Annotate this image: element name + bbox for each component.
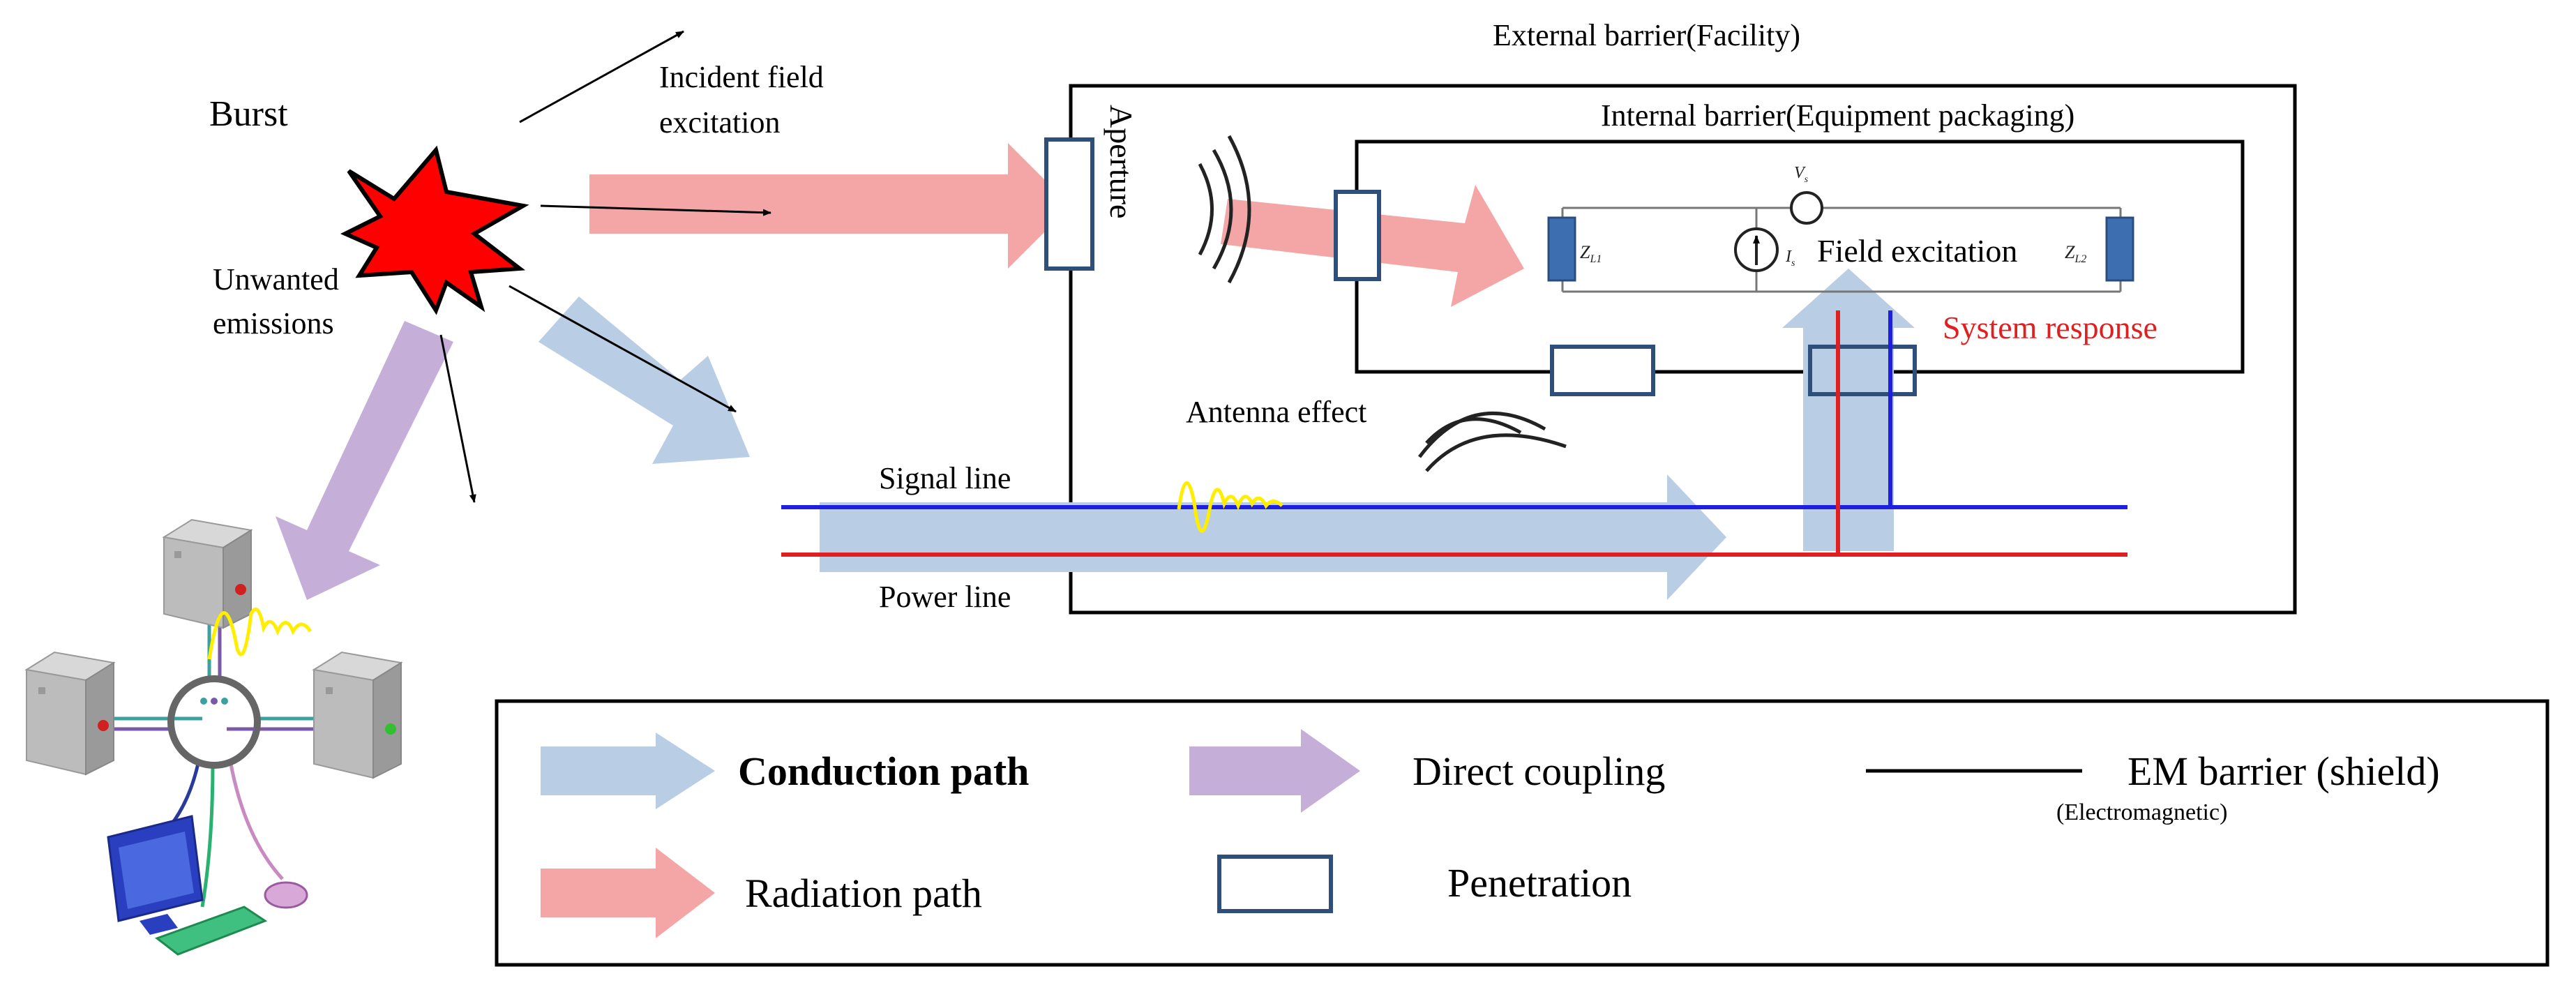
burst-icon [340, 145, 529, 315]
internal-penetration-bottom [1550, 345, 1655, 396]
incident-field-label-1: Incident field [659, 60, 824, 94]
zl1-label: ZL1 [1580, 242, 1602, 265]
legend-conduction-label: Conduction path [738, 749, 1029, 794]
server-top-icon [162, 518, 253, 629]
incident-field-label-2: excitation [659, 105, 781, 140]
unwanted-label-2: emissions [213, 306, 334, 340]
zl2-label: ZL2 [2065, 242, 2086, 265]
mouse-icon [264, 881, 308, 909]
legend-direct-label: Direct coupling [1413, 749, 1665, 794]
internal-penetration-lines [1808, 345, 1917, 396]
conduction-arrow-diagonal [538, 296, 750, 464]
aperture-label: Aperture [1104, 105, 1139, 218]
zl2-impedance [2105, 216, 2134, 282]
legend-penetration-swatch [1217, 855, 1333, 913]
incident-arrow-line-2 [540, 204, 771, 216]
unwanted-label-1: Unwanted [213, 262, 339, 296]
direct-arrow-line [439, 334, 476, 503]
incident-arrow-line [519, 30, 684, 123]
vs-label: Vs [1794, 164, 1809, 185]
system-response-label: System response [1943, 310, 2157, 345]
field-excitation-label: Field excitation [1817, 233, 2017, 269]
antenna-wave-icon [1418, 412, 1567, 472]
antenna-effect-label: Antenna effect [1186, 395, 1366, 429]
server-right-icon [312, 651, 403, 779]
conduction-arrow-line [509, 285, 737, 413]
is-label: Is [1785, 248, 1795, 269]
legend-direct-swatch [1189, 729, 1360, 813]
voltage-source-icon [1790, 191, 1823, 225]
legend-em-barrier-sublabel: (Electromagnetic) [2056, 799, 2227, 825]
legend-radiation-label: Radiation path [745, 871, 982, 916]
keyboard-icon [154, 906, 268, 956]
signal-line-label: Signal line [879, 461, 1011, 495]
zl1-impedance [1547, 216, 1576, 282]
internal-penetration-left [1334, 190, 1381, 281]
legend-em-barrier-label: EM barrier (shield) [2127, 749, 2440, 794]
conduction-arrow-vertical [1782, 269, 1915, 551]
aperture-wave-icon [1198, 135, 1251, 284]
legend-box [495, 699, 2549, 967]
external-barrier-label: External barrier(Facility) [1493, 18, 1800, 52]
aperture-penetration [1044, 137, 1094, 271]
radiation-arrow-incident [589, 143, 1071, 269]
transient-signal-icon [1177, 481, 1283, 533]
network-transient-icon [207, 607, 312, 660]
legend-radiation-swatch [541, 848, 715, 938]
server-left-icon [24, 651, 116, 776]
burst-label: Burst [209, 94, 288, 134]
legend-conduction-swatch [541, 733, 715, 809]
legend-penetration-label: Penetration [1447, 860, 1632, 906]
internal-barrier-label: Internal barrier(Equipment packaging) [1601, 98, 2074, 133]
power-line-label: Power line [879, 580, 1011, 614]
external-barrier-box [1069, 84, 2297, 615]
network-cluster [112, 614, 321, 908]
direct-coupling-arrow [276, 321, 453, 600]
monitor-icon [107, 815, 204, 935]
